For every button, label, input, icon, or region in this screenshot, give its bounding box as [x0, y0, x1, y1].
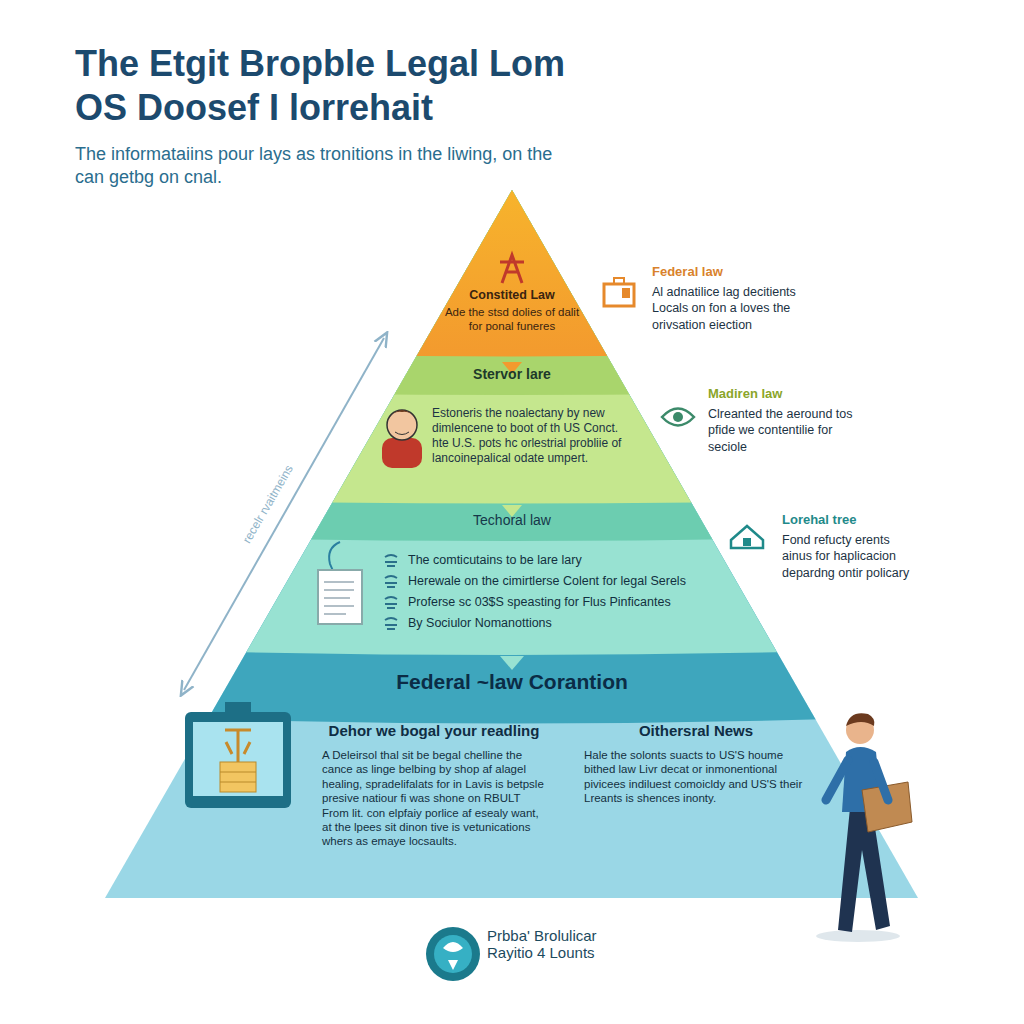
band-text: A Deleirsol thal sit be begal chelline t… — [322, 748, 546, 849]
band-text: Hale the solonts suacts to US'S houme bi… — [584, 748, 808, 806]
person-icon — [382, 410, 422, 468]
pyramid-band: Dehor we bogal your readling A Deleirsol … — [322, 722, 546, 849]
list-bullet-icon — [385, 597, 397, 608]
list-bullet-icon — [385, 618, 397, 629]
pyramid-band: Techoral law — [432, 512, 592, 529]
band-heading: Oithersral News — [584, 722, 808, 740]
list-item: The comticutains to be lare lary — [382, 553, 712, 568]
callout-text: Al adnatilice lag decitients Locals on f… — [652, 284, 822, 333]
house-icon — [731, 526, 763, 548]
list-item: Proferse sc 03$S speasting for Flus Pinf… — [382, 595, 712, 610]
side-arrow — [184, 338, 384, 690]
callout-heading: Federal law — [652, 264, 832, 280]
callout-text: Clreanted the aeround tos pfide we conte… — [708, 406, 868, 455]
band-text: Ade the stsd dolies of dalit for ponal f… — [440, 306, 584, 334]
pyramid-bands — [0, 180, 1024, 910]
callout-heading: Lorehal tree — [782, 512, 922, 528]
logo-mark — [426, 927, 480, 981]
callout-heading: Madiren law — [708, 386, 868, 402]
list-item: By Sociulor Nomanottions — [382, 616, 712, 631]
tower-icon — [500, 255, 524, 283]
callout-text: Fond refucty erents ainus for haplicacio… — [782, 532, 914, 581]
arrow-label: recelr rvaitmeins — [227, 440, 309, 568]
pyramid-band: Oithersral NewsHale the solonts suacts t… — [584, 722, 808, 806]
pyramid-band: Stervor lare — [432, 366, 592, 383]
pyramid-band: Estoneris the noalectany by new dimlence… — [432, 406, 628, 466]
logo-text: Prbba' Brolulicar Rayitio 4 Lounts — [487, 928, 607, 961]
list-bullet-icon — [385, 576, 397, 587]
band-text: Stervor lare — [432, 366, 592, 383]
eye-icon — [662, 409, 694, 426]
list-bullet-icon — [385, 555, 397, 566]
pyramid-band: Constited LawAde the stsd dolies of dali… — [440, 288, 584, 334]
phone-document-icons — [318, 542, 362, 624]
pyramid-band: Federal ~law Corantion — [352, 669, 672, 694]
band-heading: Dehor we bogal your readling — [322, 722, 546, 740]
title: The Etgit Bropble Legal Lom OS Doosef I … — [75, 42, 575, 130]
band-text: Estoneris the noalectany by new dimlence… — [432, 406, 628, 466]
band-text: Techoral law — [432, 512, 592, 529]
briefcase-icon — [604, 278, 634, 306]
list-item: Herewale on the cimirtlerse Colent for l… — [382, 574, 712, 589]
pyramid-band: The comticutains to be lare laryHerewale… — [382, 553, 712, 637]
band-text: Federal ~law Corantion — [352, 669, 672, 694]
subtitle: The informataiins pour lays as tronition… — [75, 143, 575, 190]
computer-illustration — [185, 702, 291, 808]
walking-person — [816, 713, 912, 942]
band-heading: Constited Law — [440, 288, 584, 303]
